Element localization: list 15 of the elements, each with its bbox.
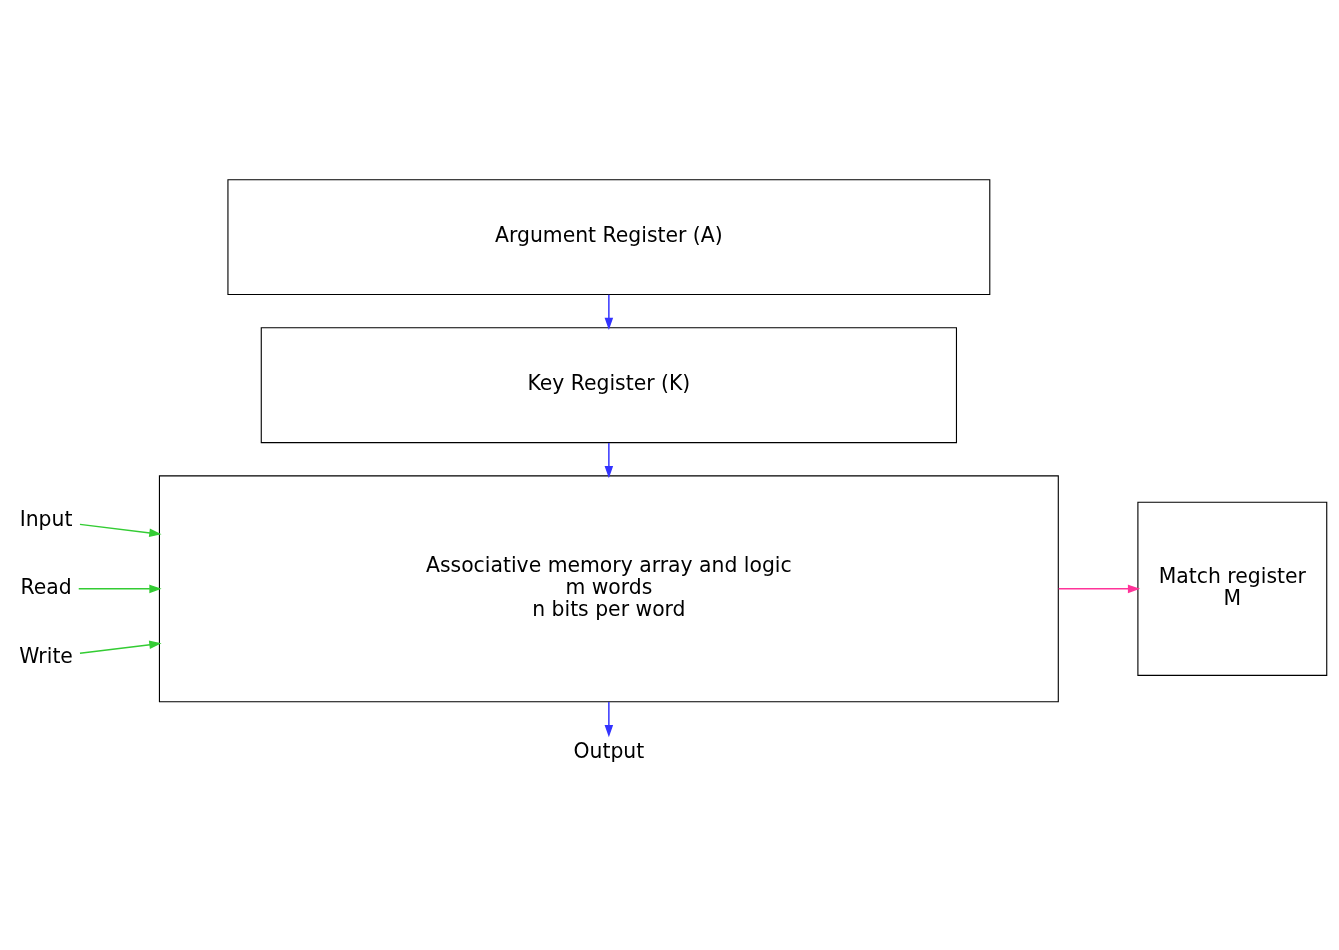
arrow	[604, 701, 614, 738]
arrow	[604, 294, 614, 330]
node-box: Associative memory array and logic m words n bits per word	[158, 475, 1059, 703]
node-box: Argument Register (A)	[227, 179, 991, 296]
arrow	[79, 523, 162, 538]
node-box: Key Register (K)	[260, 327, 958, 444]
node-text: Output	[573, 738, 645, 763]
arrow	[79, 640, 162, 655]
arrow	[604, 442, 614, 479]
node-text: Write	[19, 643, 73, 668]
node-text: Input	[19, 506, 73, 531]
arrow	[78, 584, 162, 594]
node-text: Read	[20, 575, 72, 600]
arrow	[1057, 584, 1141, 594]
node-box: Match register M	[1137, 501, 1328, 676]
